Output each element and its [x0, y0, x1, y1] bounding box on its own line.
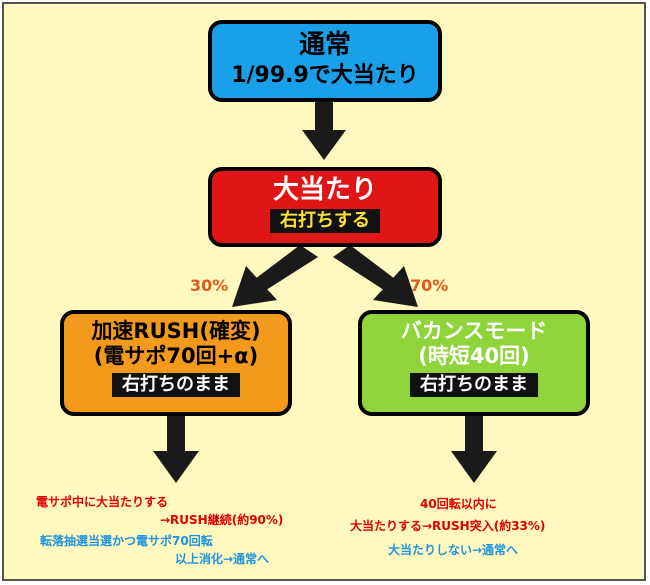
- percent-left: 30%: [190, 276, 229, 295]
- rush-note-line1: 電サポ中に大当たりする: [36, 495, 169, 509]
- vacation-note-line2: 大当たりする→RUSH突入(約33%): [350, 519, 546, 533]
- normal-title: 通常: [298, 30, 351, 60]
- vacation-subtitle: (時短40回): [418, 344, 530, 368]
- jackpot-box: 大当たり 右打ちする: [208, 167, 442, 247]
- vacation-title: バカンスモード: [400, 319, 548, 343]
- vacation-note-line1: 40回転以内に: [420, 497, 497, 511]
- rush-note-line2: →RUSH継続(約90%): [160, 513, 284, 527]
- arrow-jackpot-to-vacation: [333, 245, 418, 307]
- arrow-rush-down: [153, 416, 199, 483]
- rush-mode-box: 加速RUSH(確変) (電サポ70回+α) 右打ちのまま: [60, 310, 292, 416]
- rush-right-hit-tag: 右打ちのまま: [112, 373, 240, 397]
- vacation-note-line3: 大当たりしない→通常へ: [388, 543, 519, 557]
- rush-subtitle: (電サポ70回+α): [93, 344, 259, 368]
- normal-odds: 1/99.9で大当たり: [231, 63, 419, 88]
- rush-note-line4: 以上消化→通常へ: [175, 552, 270, 566]
- jackpot-right-hit-tag: 右打ちする: [270, 209, 380, 233]
- arrow-jackpot-to-rush: [232, 245, 318, 307]
- arrow-vacation-down: [451, 416, 497, 483]
- vacation-mode-box: バカンスモード (時短40回) 右打ちのまま: [358, 310, 590, 416]
- percent-right: 70%: [410, 276, 449, 295]
- jackpot-title: 大当たり: [272, 175, 377, 205]
- rush-note-line3: 転落抽選当選かつ電サポ70回転: [40, 534, 213, 548]
- vacation-right-hit-tag: 右打ちのまま: [410, 373, 538, 397]
- rush-title: 加速RUSH(確変): [91, 319, 261, 343]
- normal-mode-box: 通常 1/99.9で大当たり: [208, 20, 442, 102]
- arrow-normal-to-jackpot: [302, 102, 346, 160]
